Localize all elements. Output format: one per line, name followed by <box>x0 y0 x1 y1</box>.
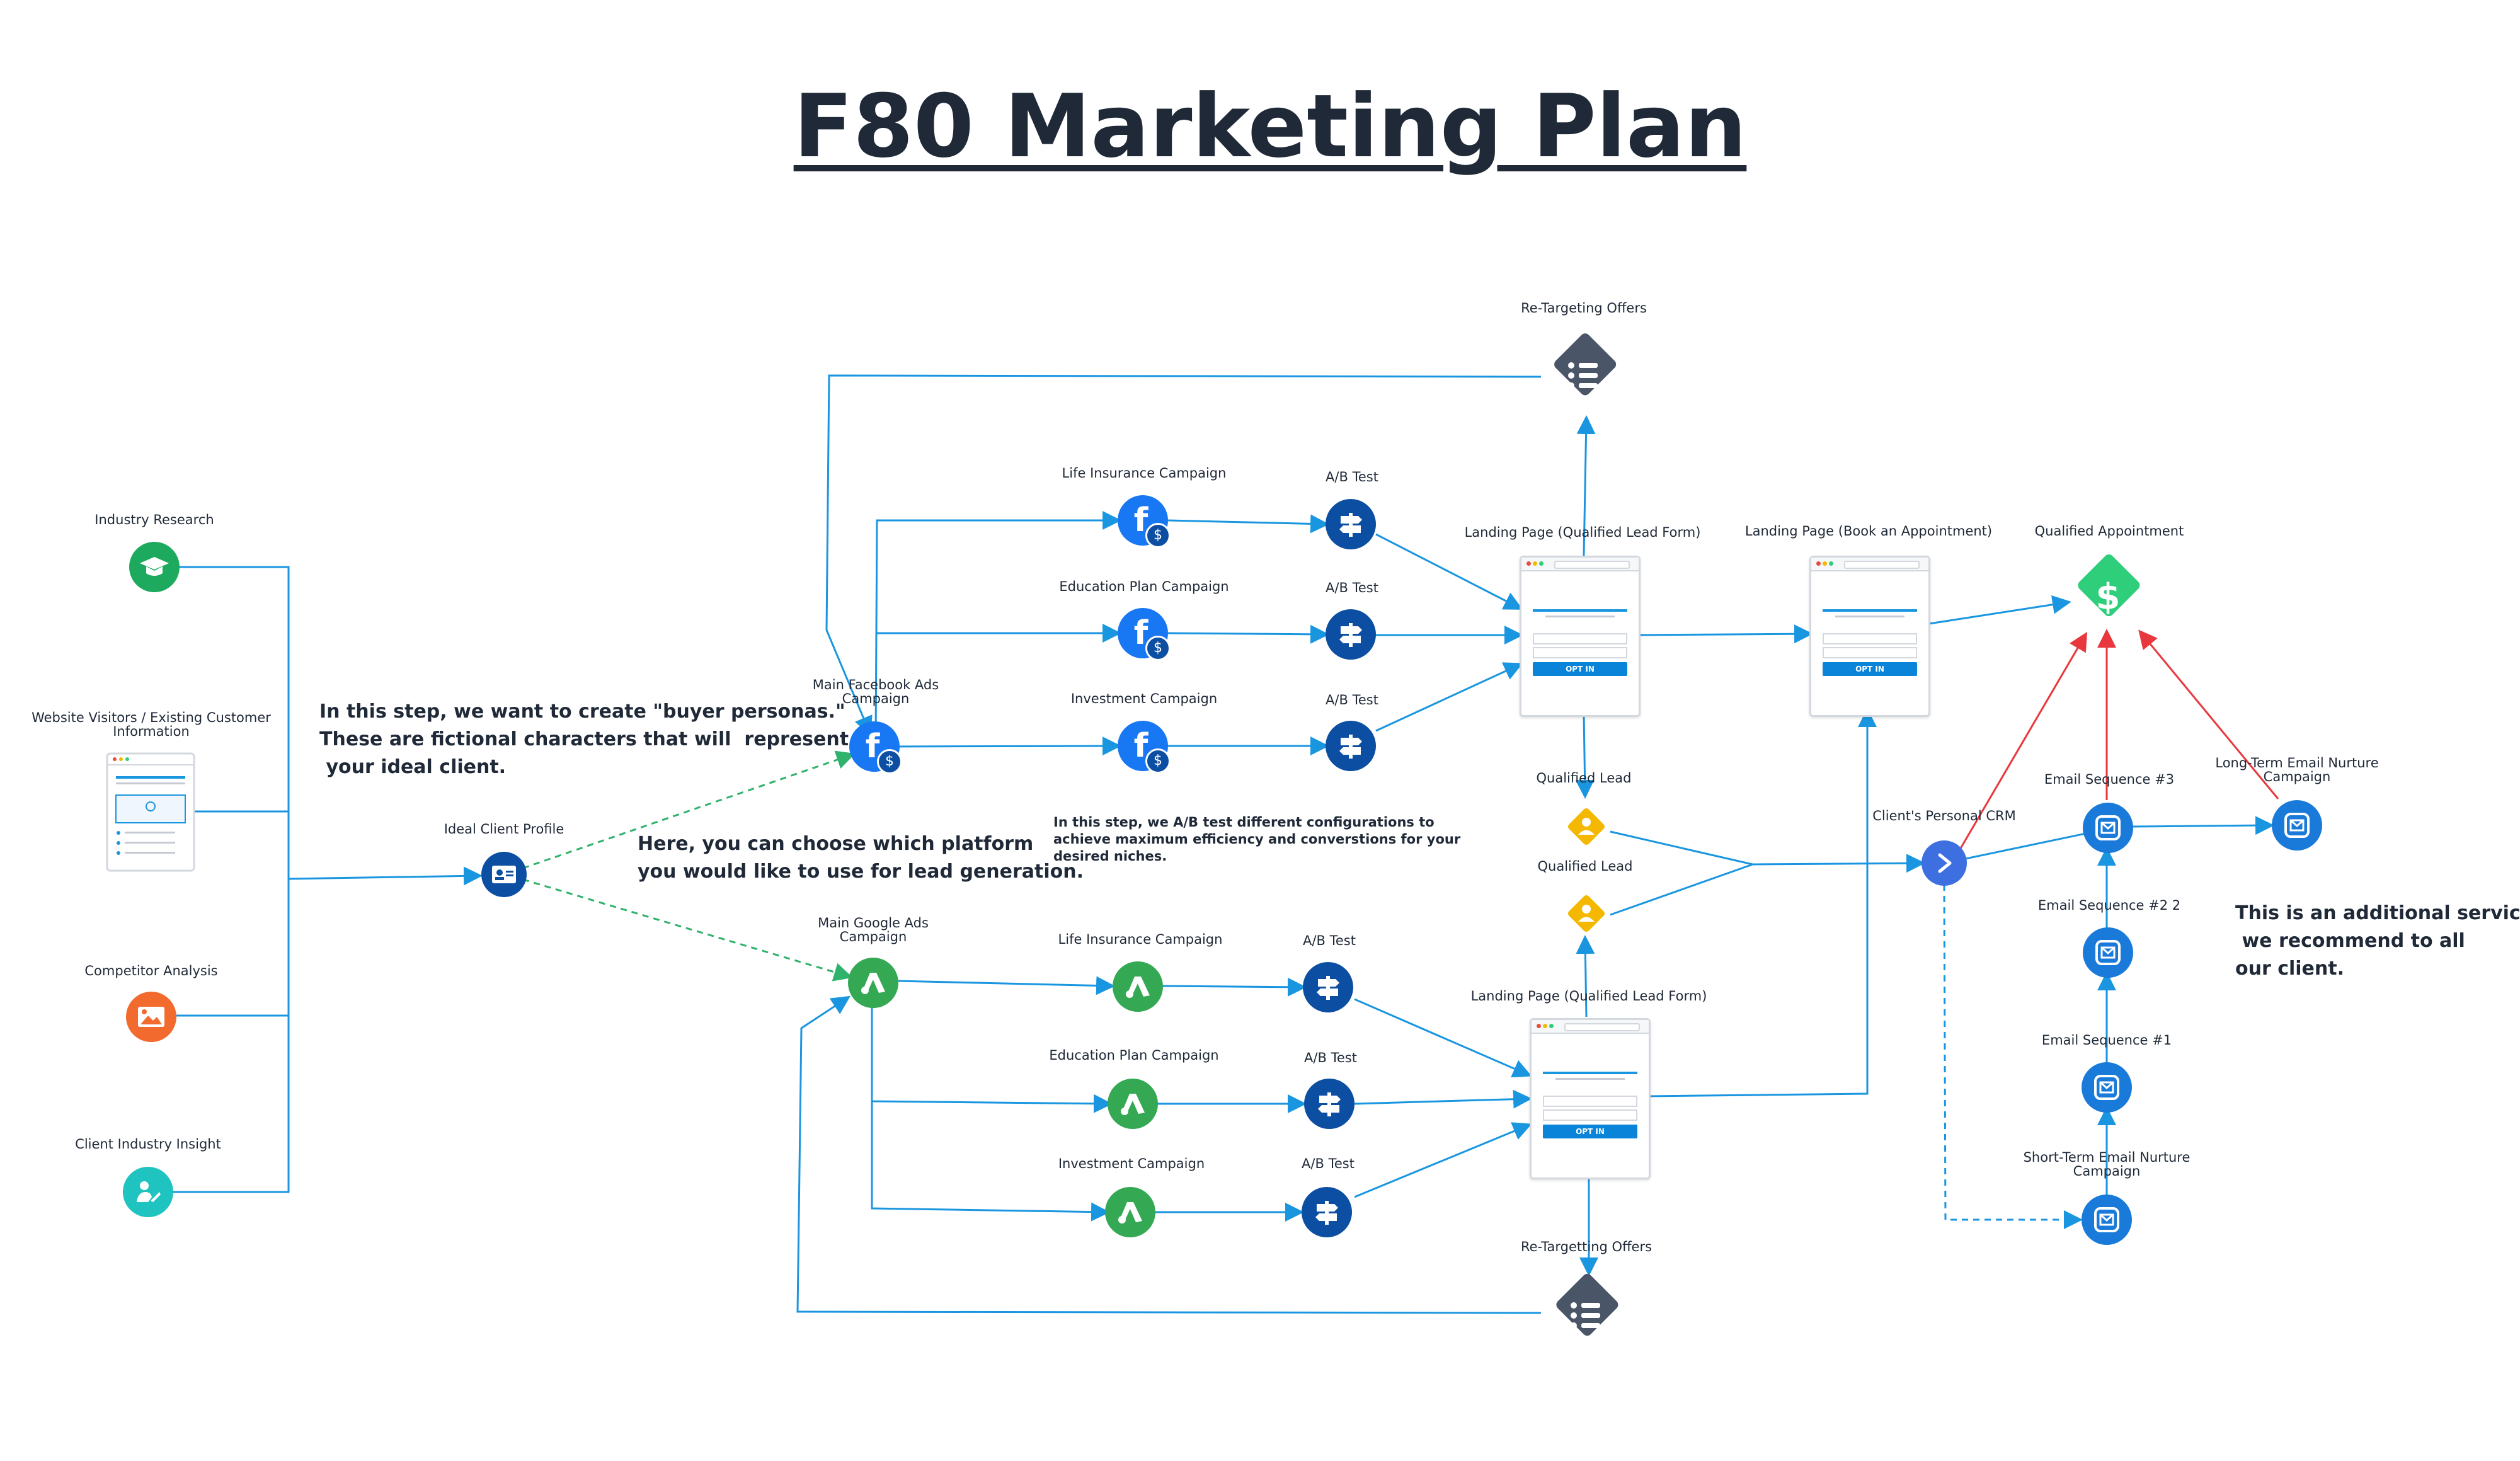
fb-ab-test-label: A/B Test <box>1326 692 1378 708</box>
signpost-icon <box>1326 609 1376 660</box>
client-industry-insight-label: Client Industry Insight <box>75 1137 221 1152</box>
booking-landing-page-label: Landing Page (Book an Appointment) <box>1744 524 1993 539</box>
signpost-icon <box>1326 499 1376 549</box>
qualified-appointment-diamond: $ <box>2078 554 2140 617</box>
google-landing-page-mockup: OPT IN <box>1530 1018 1651 1179</box>
email-sequence-2-label: Email Sequence #2 2 <box>2037 898 2181 913</box>
facebook-ads-icon: f $ <box>1118 495 1171 548</box>
additional-service-note: This is an additional service we recomme… <box>2235 902 2520 980</box>
crm-chevron-icon <box>1922 840 1967 886</box>
google-life-insurance-label: Life Insurance Campaign <box>1058 932 1223 947</box>
fb-ab-test-label: A/B Test <box>1326 580 1378 595</box>
google-landing-page-label: Landing Page (Qualified Lead Form) <box>1470 988 1707 1004</box>
qualified-lead-diamond-fb <box>1567 808 1605 845</box>
email-sequence-3-label: Email Sequence #3 <box>2044 772 2175 787</box>
google-ads-icon <box>1105 1187 1155 1237</box>
qualified-lead-diamond-google <box>1567 895 1605 932</box>
envelope-icon <box>2272 800 2322 851</box>
fb-investment-label: Investment Campaign <box>1070 691 1218 706</box>
google-investment-label: Investment Campaign <box>1058 1156 1205 1171</box>
website-visitors-label: Website Visitors / Existing Customer Inf… <box>32 710 271 740</box>
google-ads-icon <box>848 958 898 1008</box>
google-ads-icon <box>1113 961 1163 1012</box>
booking-landing-page-mockup: OPT IN <box>1809 556 1930 717</box>
fb-education-plan-label: Education Plan Campaign <box>1059 579 1229 594</box>
personas-note: In this step, we want to create "buyer p… <box>319 701 849 778</box>
website-visitors-mockup <box>106 752 195 872</box>
google-connectors <box>796 708 1877 1314</box>
platform-note: Here, you can choose which platform you … <box>638 833 1084 883</box>
retargeting-diamond-top <box>1554 333 1617 396</box>
retargeting-diamond-bottom <box>1556 1274 1618 1336</box>
qualified-appointment-label: Qualified Appointment <box>2034 524 2184 539</box>
crm-connectors <box>1610 816 2274 1202</box>
google-education-plan-label: Education Plan Campaign <box>1049 1048 1219 1063</box>
google-ab-test-label: A/B Test <box>1302 1156 1354 1171</box>
facebook-connectors <box>825 374 2071 799</box>
envelope-icon <box>2083 927 2133 978</box>
signpost-icon <box>1304 1079 1354 1129</box>
google-main-label: Main Google Ads Campaign <box>818 915 929 945</box>
research-connectors <box>160 566 483 1193</box>
retargeting-offers-bottom-label: Re-Targetting Offers <box>1520 1239 1652 1254</box>
booking-optin-button[interactable]: OPT IN <box>1823 662 1917 676</box>
fb-landing-page-mockup: OPT IN <box>1520 556 1641 717</box>
image-gallery-icon <box>126 992 176 1042</box>
envelope-icon <box>2082 1062 2132 1113</box>
google-optin-button[interactable]: OPT IN <box>1543 1125 1637 1138</box>
facebook-ads-icon: f $ <box>1118 608 1171 661</box>
qualified-lead-fb-label: Qualified Lead <box>1536 771 1632 786</box>
signpost-icon <box>1302 1187 1352 1237</box>
facebook-ads-icon: f $ <box>849 721 902 774</box>
retargeting-offers-top-label: Re-Targeting Offers <box>1521 301 1647 316</box>
crm-to-short-term-connector <box>1943 884 2083 1229</box>
qualified-lead-google-label: Qualified Lead <box>1537 859 1633 874</box>
long-term-nurture-label: Long-Term Email Nurture Campaign <box>2215 755 2379 785</box>
facebook-ads-icon: f $ <box>1118 721 1171 774</box>
fb-optin-button[interactable]: OPT IN <box>1533 662 1627 676</box>
svg-text:$: $ <box>2096 576 2121 617</box>
signpost-icon <box>1303 962 1353 1012</box>
ab-test-note: In this step, we A/B test different conf… <box>1053 815 1461 864</box>
industry-research-label: Industry Research <box>94 512 214 527</box>
platform-connectors <box>522 750 856 982</box>
ideal-client-profile-label: Ideal Client Profile <box>444 822 564 837</box>
fb-life-insurance-label: Life Insurance Campaign <box>1062 466 1227 481</box>
envelope-icon <box>2082 1195 2132 1245</box>
appointment-connectors <box>1958 629 2279 851</box>
crm-label: Client's Personal CRM <box>1872 808 2016 823</box>
short-term-nurture-label: Short-Term Email Nurture Campaign <box>2023 1150 2191 1179</box>
id-card-icon <box>481 852 527 897</box>
email-sequence-1-label: Email Sequence #1 <box>2041 1033 2172 1048</box>
envelope-icon <box>2083 803 2133 853</box>
google-ads-icon <box>1108 1079 1158 1129</box>
fb-ab-test-label: A/B Test <box>1326 469 1378 484</box>
google-ab-test-label: A/B Test <box>1304 1050 1357 1065</box>
fb-landing-page-label: Landing Page (Qualified Lead Form) <box>1464 525 1701 540</box>
google-ab-test-label: A/B Test <box>1303 933 1356 948</box>
page-title: F80 Marketing Plan <box>793 76 1747 177</box>
graduation-cap-icon <box>129 542 180 592</box>
facebook-main-label: Main Facebook Ads Campaign <box>812 677 939 707</box>
person-insight-icon <box>123 1167 173 1217</box>
signpost-icon <box>1326 721 1376 771</box>
competitor-analysis-label: Competitor Analysis <box>84 963 218 978</box>
